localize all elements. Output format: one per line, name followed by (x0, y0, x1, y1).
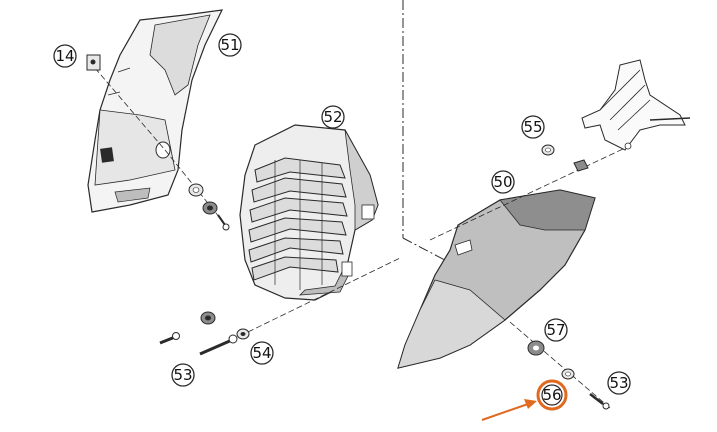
callout-52-label: 52 (323, 108, 342, 126)
part-52-louvre-grille (239, 124, 379, 301)
callout-53-right-label: 53 (609, 374, 628, 392)
callout-53-right: 53 (607, 371, 631, 395)
hardware-right (429, 144, 626, 410)
callout-53-left: 53 (171, 363, 195, 387)
callout-51-label: 51 (220, 36, 239, 54)
divider-line-lower (402, 237, 461, 269)
hardware-lower-left (159, 257, 401, 356)
callout-55: 55 (521, 115, 545, 139)
callout-51: 51 (218, 33, 242, 57)
callout-53-left-label: 53 (173, 366, 192, 384)
callout-55-label: 55 (523, 118, 542, 136)
callout-56-label: 56 (542, 386, 561, 404)
hardware-left (86, 54, 230, 231)
callout-14: 14 (53, 44, 77, 68)
callout-54-label: 54 (252, 344, 271, 362)
callout-52: 52 (321, 105, 345, 129)
callout-57: 57 (544, 318, 568, 342)
callout-14-label: 14 (55, 47, 74, 65)
callout-50-label: 50 (493, 173, 512, 191)
callout-54: 54 (250, 341, 274, 365)
part-51-side-cover (87, 9, 224, 213)
highlight-arrow (481, 399, 537, 421)
mounting-bracket (581, 59, 691, 151)
callout-50: 50 (491, 170, 515, 194)
callout-57-label: 57 (546, 321, 565, 339)
part-50-side-panel (397, 189, 596, 369)
callout-56-highlighted: 56 (536, 379, 568, 411)
